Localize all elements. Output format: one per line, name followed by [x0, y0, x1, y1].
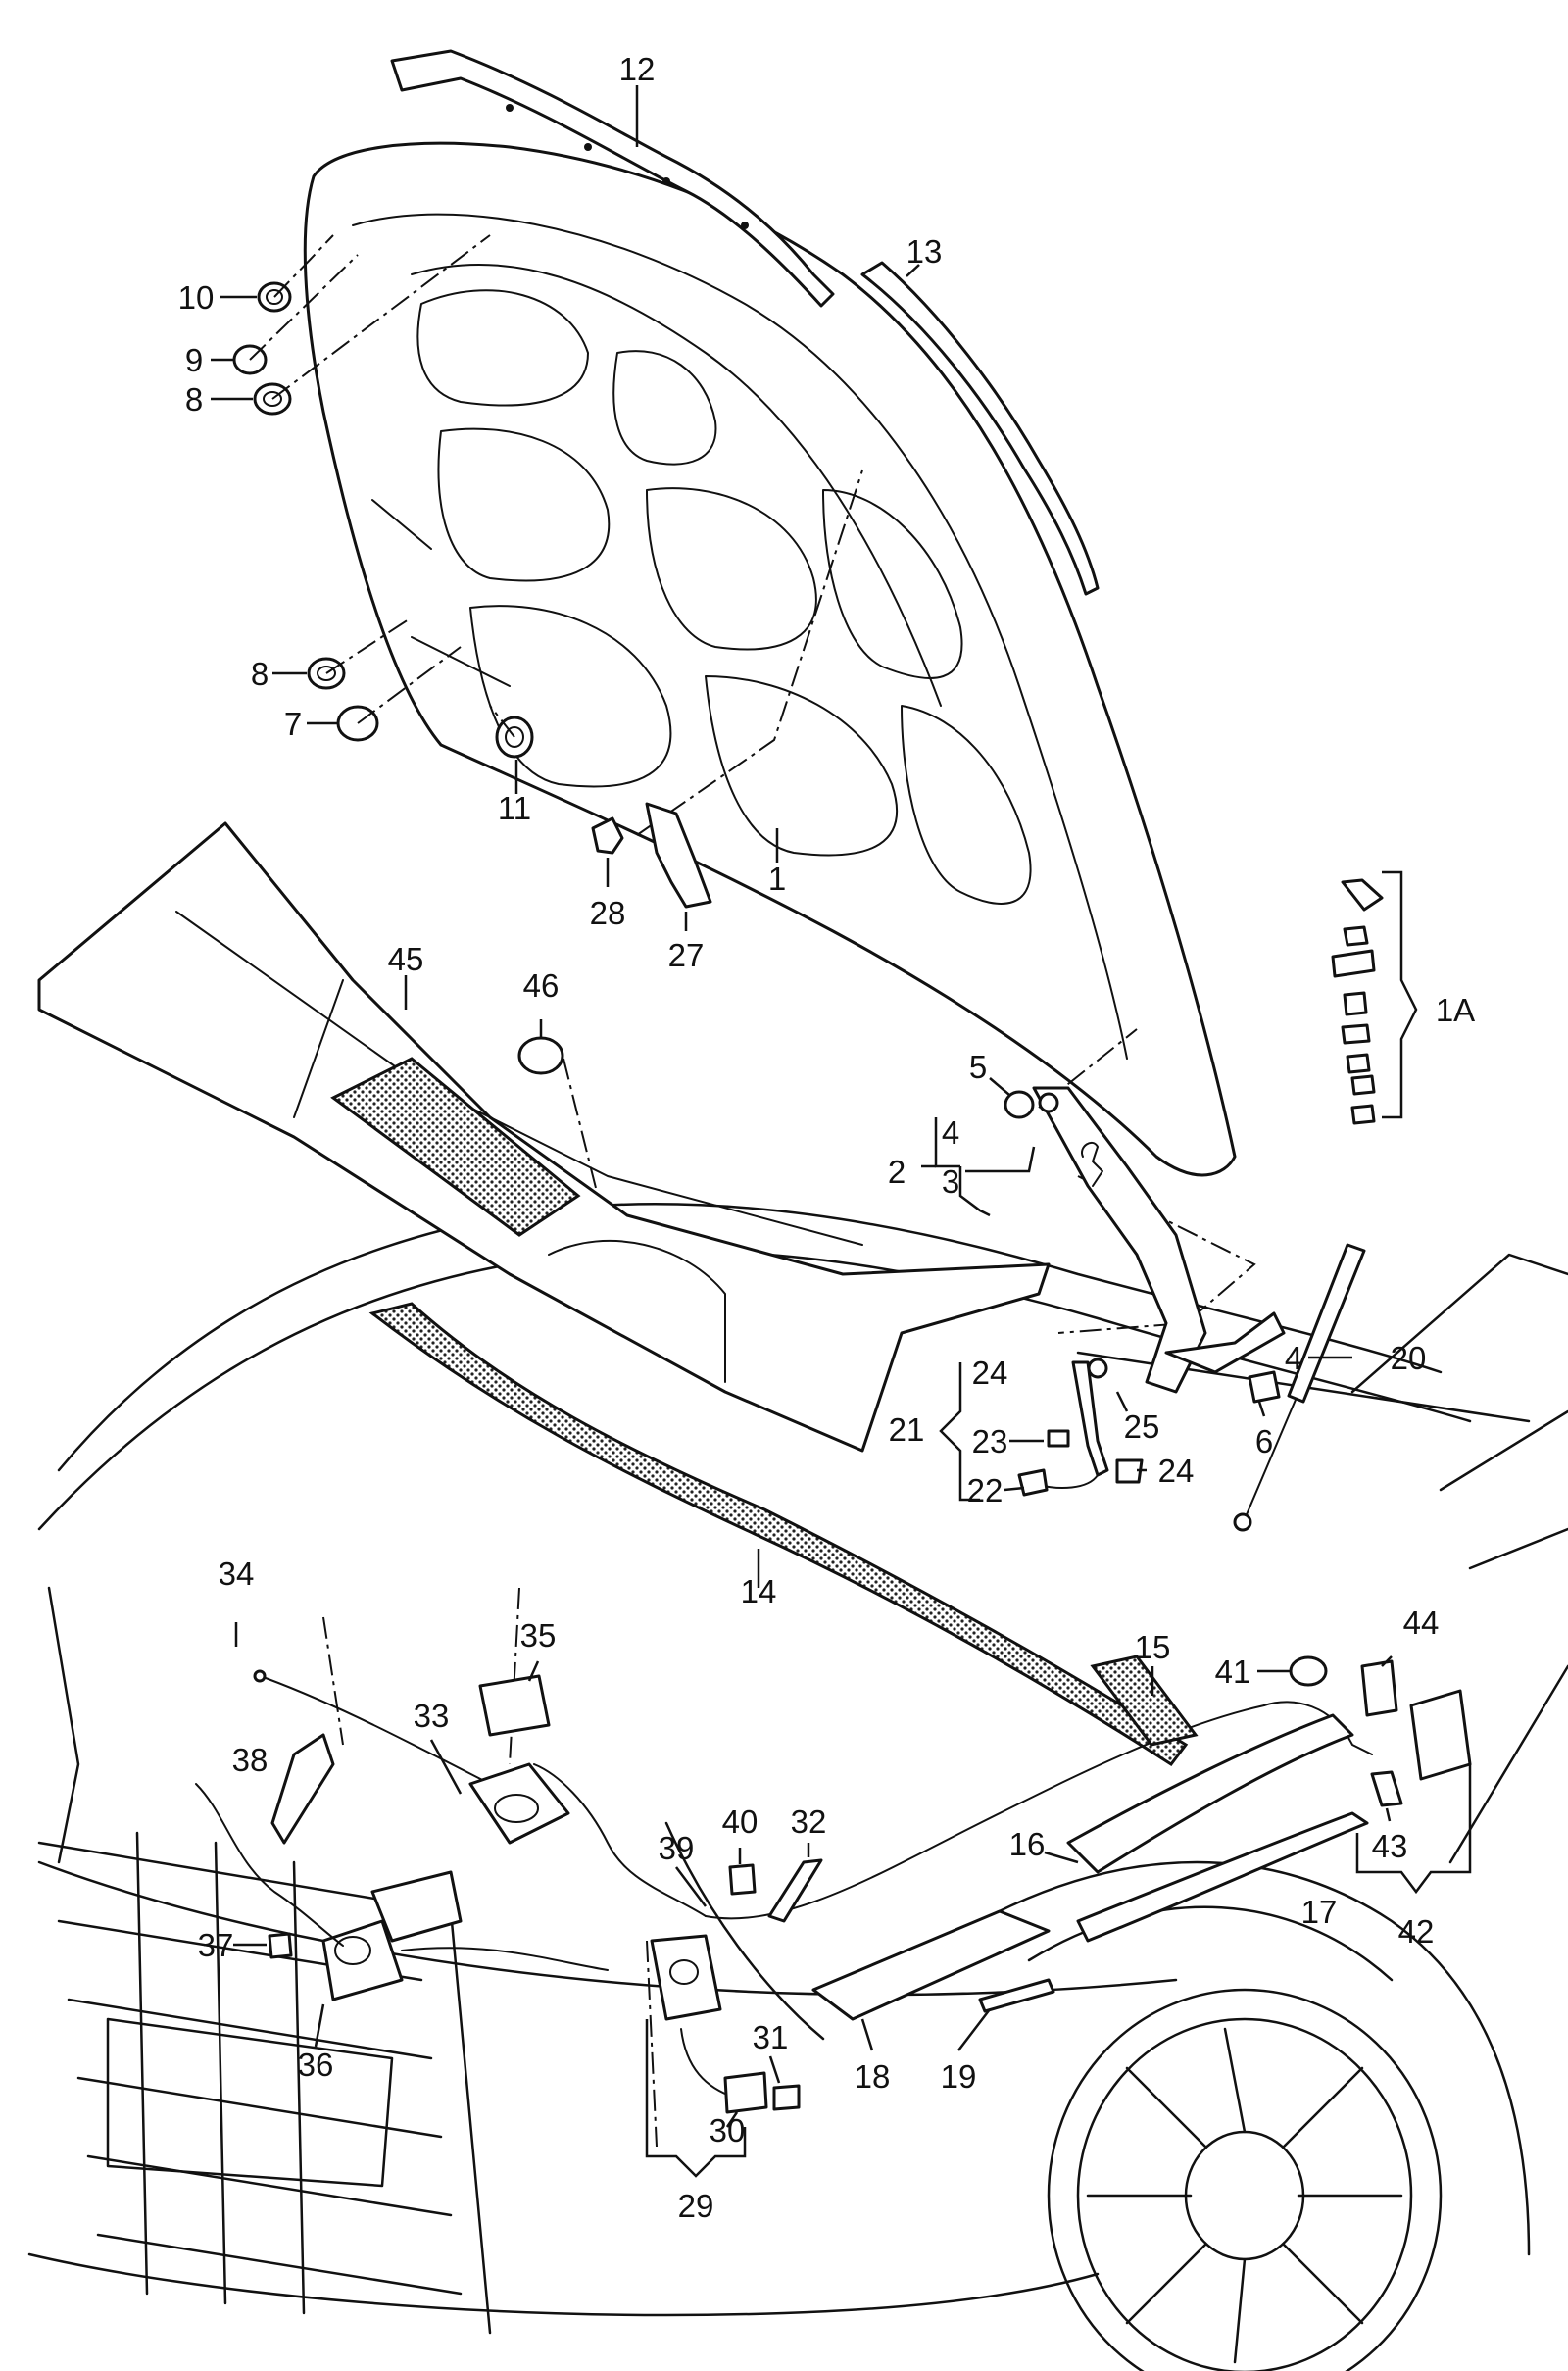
- release-mechanism: [468, 1762, 570, 1845]
- callout-33: 33: [414, 1698, 450, 1734]
- hood-seal-rear: [390, 49, 835, 308]
- callout-32: 32: [791, 1803, 827, 1840]
- plug-46: [517, 1036, 564, 1075]
- callout-43: 43: [1372, 1828, 1408, 1864]
- trim-15: [1090, 1655, 1199, 1747]
- leader-lines: [211, 85, 1472, 2178]
- hinge-nut-5: [1004, 1090, 1035, 1119]
- callout-11: 11: [498, 790, 531, 826]
- micro-switch-30: [723, 2071, 768, 2114]
- callout-10: 10: [178, 279, 215, 316]
- callout-16: 16: [1009, 1826, 1046, 1862]
- callout-18: 18: [855, 2058, 891, 2095]
- callout-9: 9: [185, 342, 203, 378]
- callout-17: 17: [1301, 1894, 1338, 1930]
- gas-strut: [1233, 1243, 1366, 1532]
- hood-handle-38: [270, 1733, 335, 1845]
- seal-19: [978, 1978, 1055, 2013]
- callout-15: 15: [1135, 1629, 1171, 1665]
- callout-25: 25: [1124, 1408, 1160, 1445]
- bolt-32: [767, 1858, 823, 1923]
- callout-21: 21: [889, 1411, 925, 1448]
- callout-41: 41: [1215, 1654, 1251, 1690]
- callout-30: 30: [710, 2112, 746, 2149]
- clip-28: [591, 816, 624, 855]
- callout-44: 44: [1403, 1605, 1440, 1641]
- bolt-37: [268, 1932, 293, 1959]
- hinge-bolt-6: [1248, 1370, 1281, 1404]
- hood-sensor: [1017, 1358, 1144, 1497]
- callout-6: 6: [1255, 1423, 1273, 1459]
- callout-7: 7: [284, 706, 302, 742]
- callout-1A: 1A: [1436, 992, 1475, 1028]
- plenum-panel: [37, 821, 1051, 1453]
- callout-36: 36: [298, 2047, 334, 2083]
- callout-45: 45: [388, 941, 424, 977]
- callout-3: 3: [942, 1163, 959, 1200]
- lock-29: [650, 1934, 736, 2099]
- callout-24: 24: [972, 1355, 1008, 1391]
- hood-seal-side: [860, 261, 1100, 596]
- callout-8: 8: [251, 656, 269, 692]
- bracket-27: [645, 802, 712, 909]
- bracket-42: [1409, 1689, 1472, 1781]
- callout-38: 38: [232, 1742, 269, 1778]
- callout-39: 39: [659, 1830, 695, 1866]
- callout-37: 37: [198, 1927, 234, 1963]
- callout-42: 42: [1398, 1913, 1435, 1950]
- callout-29: 29: [678, 2188, 714, 2224]
- callout-labels: 12 13 10 9 8 8 7 11 28 27 1 1A 45 46 5 2…: [178, 51, 1476, 2224]
- callout-28: 28: [590, 895, 626, 931]
- holder-31: [772, 2084, 801, 2111]
- hood-hinge: [1032, 1086, 1286, 1394]
- callout-20: 20: [1391, 1340, 1427, 1376]
- callout-34: 34: [219, 1556, 255, 1592]
- callout-35: 35: [520, 1617, 557, 1654]
- clip-44: [1360, 1659, 1398, 1717]
- clip-40: [728, 1863, 757, 1896]
- callout-24: 24: [1158, 1453, 1195, 1489]
- callout-4: 4: [942, 1114, 959, 1151]
- callout-4: 4: [1285, 1340, 1302, 1376]
- bolt-43: [1370, 1770, 1403, 1807]
- callout-46: 46: [523, 967, 560, 1004]
- cover-16: [1066, 1713, 1354, 1874]
- seal-17: [1076, 1811, 1369, 1943]
- callout-22: 22: [967, 1472, 1004, 1508]
- callout-13: 13: [906, 233, 943, 270]
- callout-31: 31: [753, 2019, 789, 2055]
- hood-latch-36: [195, 1783, 609, 2001]
- callout-19: 19: [941, 2058, 977, 2095]
- front-seal-strip: [368, 1302, 1189, 1767]
- callout-1: 1: [768, 861, 786, 897]
- hood-panel: [303, 141, 1237, 1177]
- fastener-kit-1A: [1331, 878, 1384, 1125]
- cable-bracket-35: [478, 1674, 551, 1737]
- callout-12: 12: [619, 51, 656, 87]
- callout-27: 27: [668, 937, 705, 973]
- callout-8: 8: [185, 381, 203, 418]
- callout-23: 23: [972, 1423, 1008, 1459]
- callout-2: 2: [888, 1154, 906, 1190]
- grommet-41: [1289, 1655, 1328, 1687]
- callout-14: 14: [741, 1573, 777, 1609]
- callout-5: 5: [969, 1049, 987, 1085]
- cover-18: [811, 1909, 1051, 2021]
- callout-40: 40: [722, 1803, 759, 1840]
